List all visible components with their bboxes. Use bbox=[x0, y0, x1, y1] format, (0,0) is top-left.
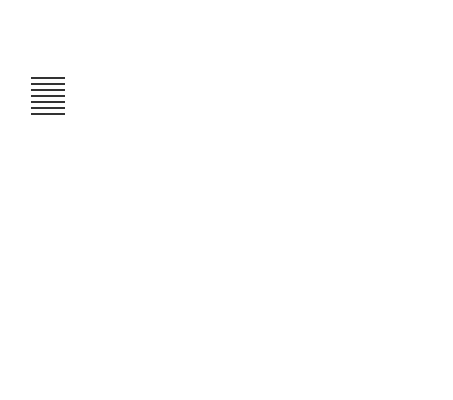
menu-button[interactable] bbox=[31, 77, 65, 117]
hamburger-menu-icon bbox=[31, 77, 65, 117]
